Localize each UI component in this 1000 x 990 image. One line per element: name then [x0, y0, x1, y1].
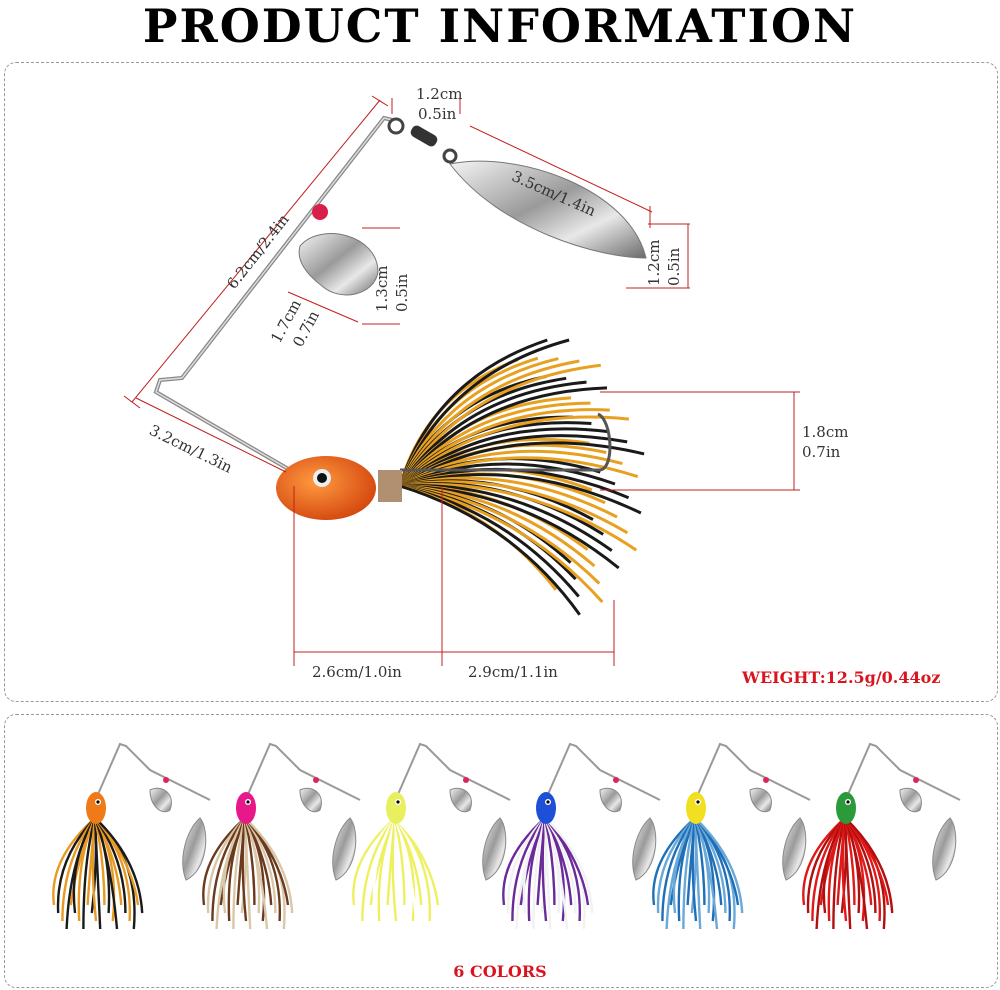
lure-variant — [52, 742, 211, 930]
lure-variant — [352, 742, 511, 930]
swivel-cm-label: 1.2cm — [416, 85, 463, 103]
lure-head — [276, 456, 402, 520]
lure-variant — [502, 742, 661, 930]
small-blade-width-cm-label: 1.3cm — [373, 265, 391, 312]
skirt — [398, 338, 645, 616]
skirt-length-label: 2.9cm/1.1in — [468, 663, 558, 681]
colorado-blade — [298, 233, 379, 296]
swivel — [387, 117, 458, 164]
hook-in-label: 0.7in — [802, 443, 841, 461]
lure-variant — [802, 742, 961, 930]
dimension-lines — [123, 95, 800, 666]
colors-label: 6 COLORS — [453, 962, 547, 981]
hook-cm-label: 1.8cm — [802, 423, 849, 441]
big-blade-width-in-label: 0.5in — [665, 247, 683, 286]
weight-label: WEIGHT:12.5g/0.44oz — [742, 668, 941, 687]
head-length-label: 2.6cm/1.0in — [312, 663, 402, 681]
color-variants — [52, 742, 961, 930]
page-title: PRODUCT INFORMATION — [142, 0, 858, 53]
bead — [312, 204, 328, 220]
lure-variant — [202, 742, 361, 930]
willow-blade — [449, 160, 647, 259]
hook — [400, 412, 612, 472]
wire-arm — [153, 115, 393, 472]
small-blade-width-in-label: 0.5in — [393, 273, 411, 312]
big-blade-width-cm-label: 1.2cm — [645, 239, 663, 286]
lure-variant — [652, 742, 811, 930]
skirt-strand — [399, 484, 581, 616]
swivel-in-label: 0.5in — [418, 105, 457, 123]
